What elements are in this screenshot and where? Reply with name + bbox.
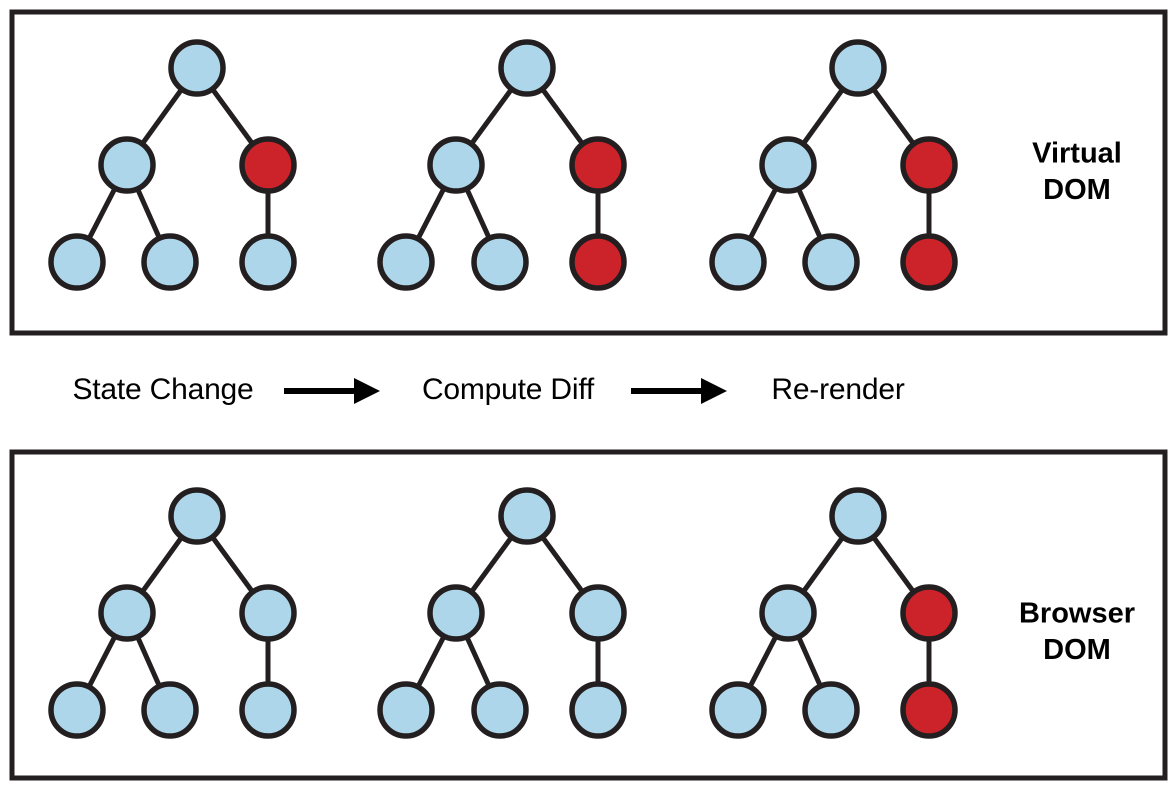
tree-node-b1-right[interactable]	[239, 584, 297, 642]
tree-node-b3-right[interactable]	[900, 584, 958, 642]
tree-nodes	[48, 39, 297, 291]
tree-browser-dom-tree-2	[377, 487, 627, 739]
tree-node-b1-left[interactable]	[98, 584, 156, 642]
tree-nodes	[48, 487, 297, 739]
tree-node-b1-root[interactable]	[168, 487, 226, 545]
panel-label-line1: Virtual	[1032, 137, 1122, 169]
panel-label-line2: DOM	[1043, 634, 1111, 666]
tree-node-b3-leaf-3[interactable]	[900, 681, 958, 739]
tree-nodes	[377, 39, 627, 291]
panel-label-line2: DOM	[1043, 174, 1111, 206]
tree-virtual-dom-tree-3	[709, 39, 958, 291]
tree-node-v3-right[interactable]	[900, 136, 958, 194]
tree-browser-dom-tree-3	[709, 487, 958, 739]
tree-node-b2-leaf-3[interactable]	[569, 681, 627, 739]
flow-label-state-change: State Change	[72, 373, 253, 406]
tree-node-v2-leaf-2[interactable]	[471, 233, 529, 291]
tree-node-v1-root[interactable]	[168, 39, 226, 97]
tree-node-v2-leaf-1[interactable]	[377, 233, 435, 291]
tree-node-b2-root[interactable]	[498, 487, 556, 545]
tree-nodes	[709, 487, 958, 739]
tree-node-v1-leaf-3[interactable]	[239, 233, 297, 291]
tree-node-v2-root[interactable]	[498, 39, 556, 97]
tree-node-b2-leaf-1[interactable]	[377, 681, 435, 739]
flow-layer: State Change Compute Diff Re-render	[72, 373, 905, 406]
tree-nodes	[377, 487, 627, 739]
tree-node-v3-leaf-3[interactable]	[900, 233, 958, 291]
tree-virtual-dom-tree-1	[48, 39, 297, 291]
tree-node-v1-left[interactable]	[98, 136, 156, 194]
flow-arrow-icon-arrow-1	[284, 378, 380, 404]
tree-node-b3-leaf-1[interactable]	[709, 681, 767, 739]
tree-node-v2-left[interactable]	[427, 136, 485, 194]
tree-node-b3-root[interactable]	[829, 487, 887, 545]
tree-node-v3-left[interactable]	[759, 136, 817, 194]
tree-node-v2-leaf-3[interactable]	[569, 233, 627, 291]
tree-node-v1-leaf-1[interactable]	[48, 233, 106, 291]
tree-virtual-dom-tree-2	[377, 39, 627, 291]
flow-label-re-render: Re-render	[771, 373, 904, 406]
tree-node-b2-right[interactable]	[569, 584, 627, 642]
tree-node-v3-leaf-1[interactable]	[709, 233, 767, 291]
tree-nodes	[709, 39, 958, 291]
panel-label-line1: Browser	[1019, 597, 1135, 629]
tree-node-b2-leaf-2[interactable]	[471, 681, 529, 739]
tree-node-v1-right[interactable]	[239, 136, 297, 194]
tree-node-v3-root[interactable]	[829, 39, 887, 97]
flow-arrow-icon-arrow-2	[631, 378, 727, 404]
tree-node-b1-leaf-2[interactable]	[141, 681, 199, 739]
flow-label-compute-diff: Compute Diff	[422, 373, 595, 406]
trees-layer	[48, 39, 958, 739]
tree-node-b3-left[interactable]	[759, 584, 817, 642]
tree-node-b1-leaf-3[interactable]	[239, 681, 297, 739]
tree-node-b3-leaf-2[interactable]	[802, 681, 860, 739]
tree-node-b1-leaf-1[interactable]	[48, 681, 106, 739]
tree-node-v3-leaf-2[interactable]	[802, 233, 860, 291]
tree-node-v1-leaf-2[interactable]	[141, 233, 199, 291]
tree-node-b2-left[interactable]	[427, 584, 485, 642]
tree-browser-dom-tree-1	[48, 487, 297, 739]
tree-node-v2-right[interactable]	[569, 136, 627, 194]
